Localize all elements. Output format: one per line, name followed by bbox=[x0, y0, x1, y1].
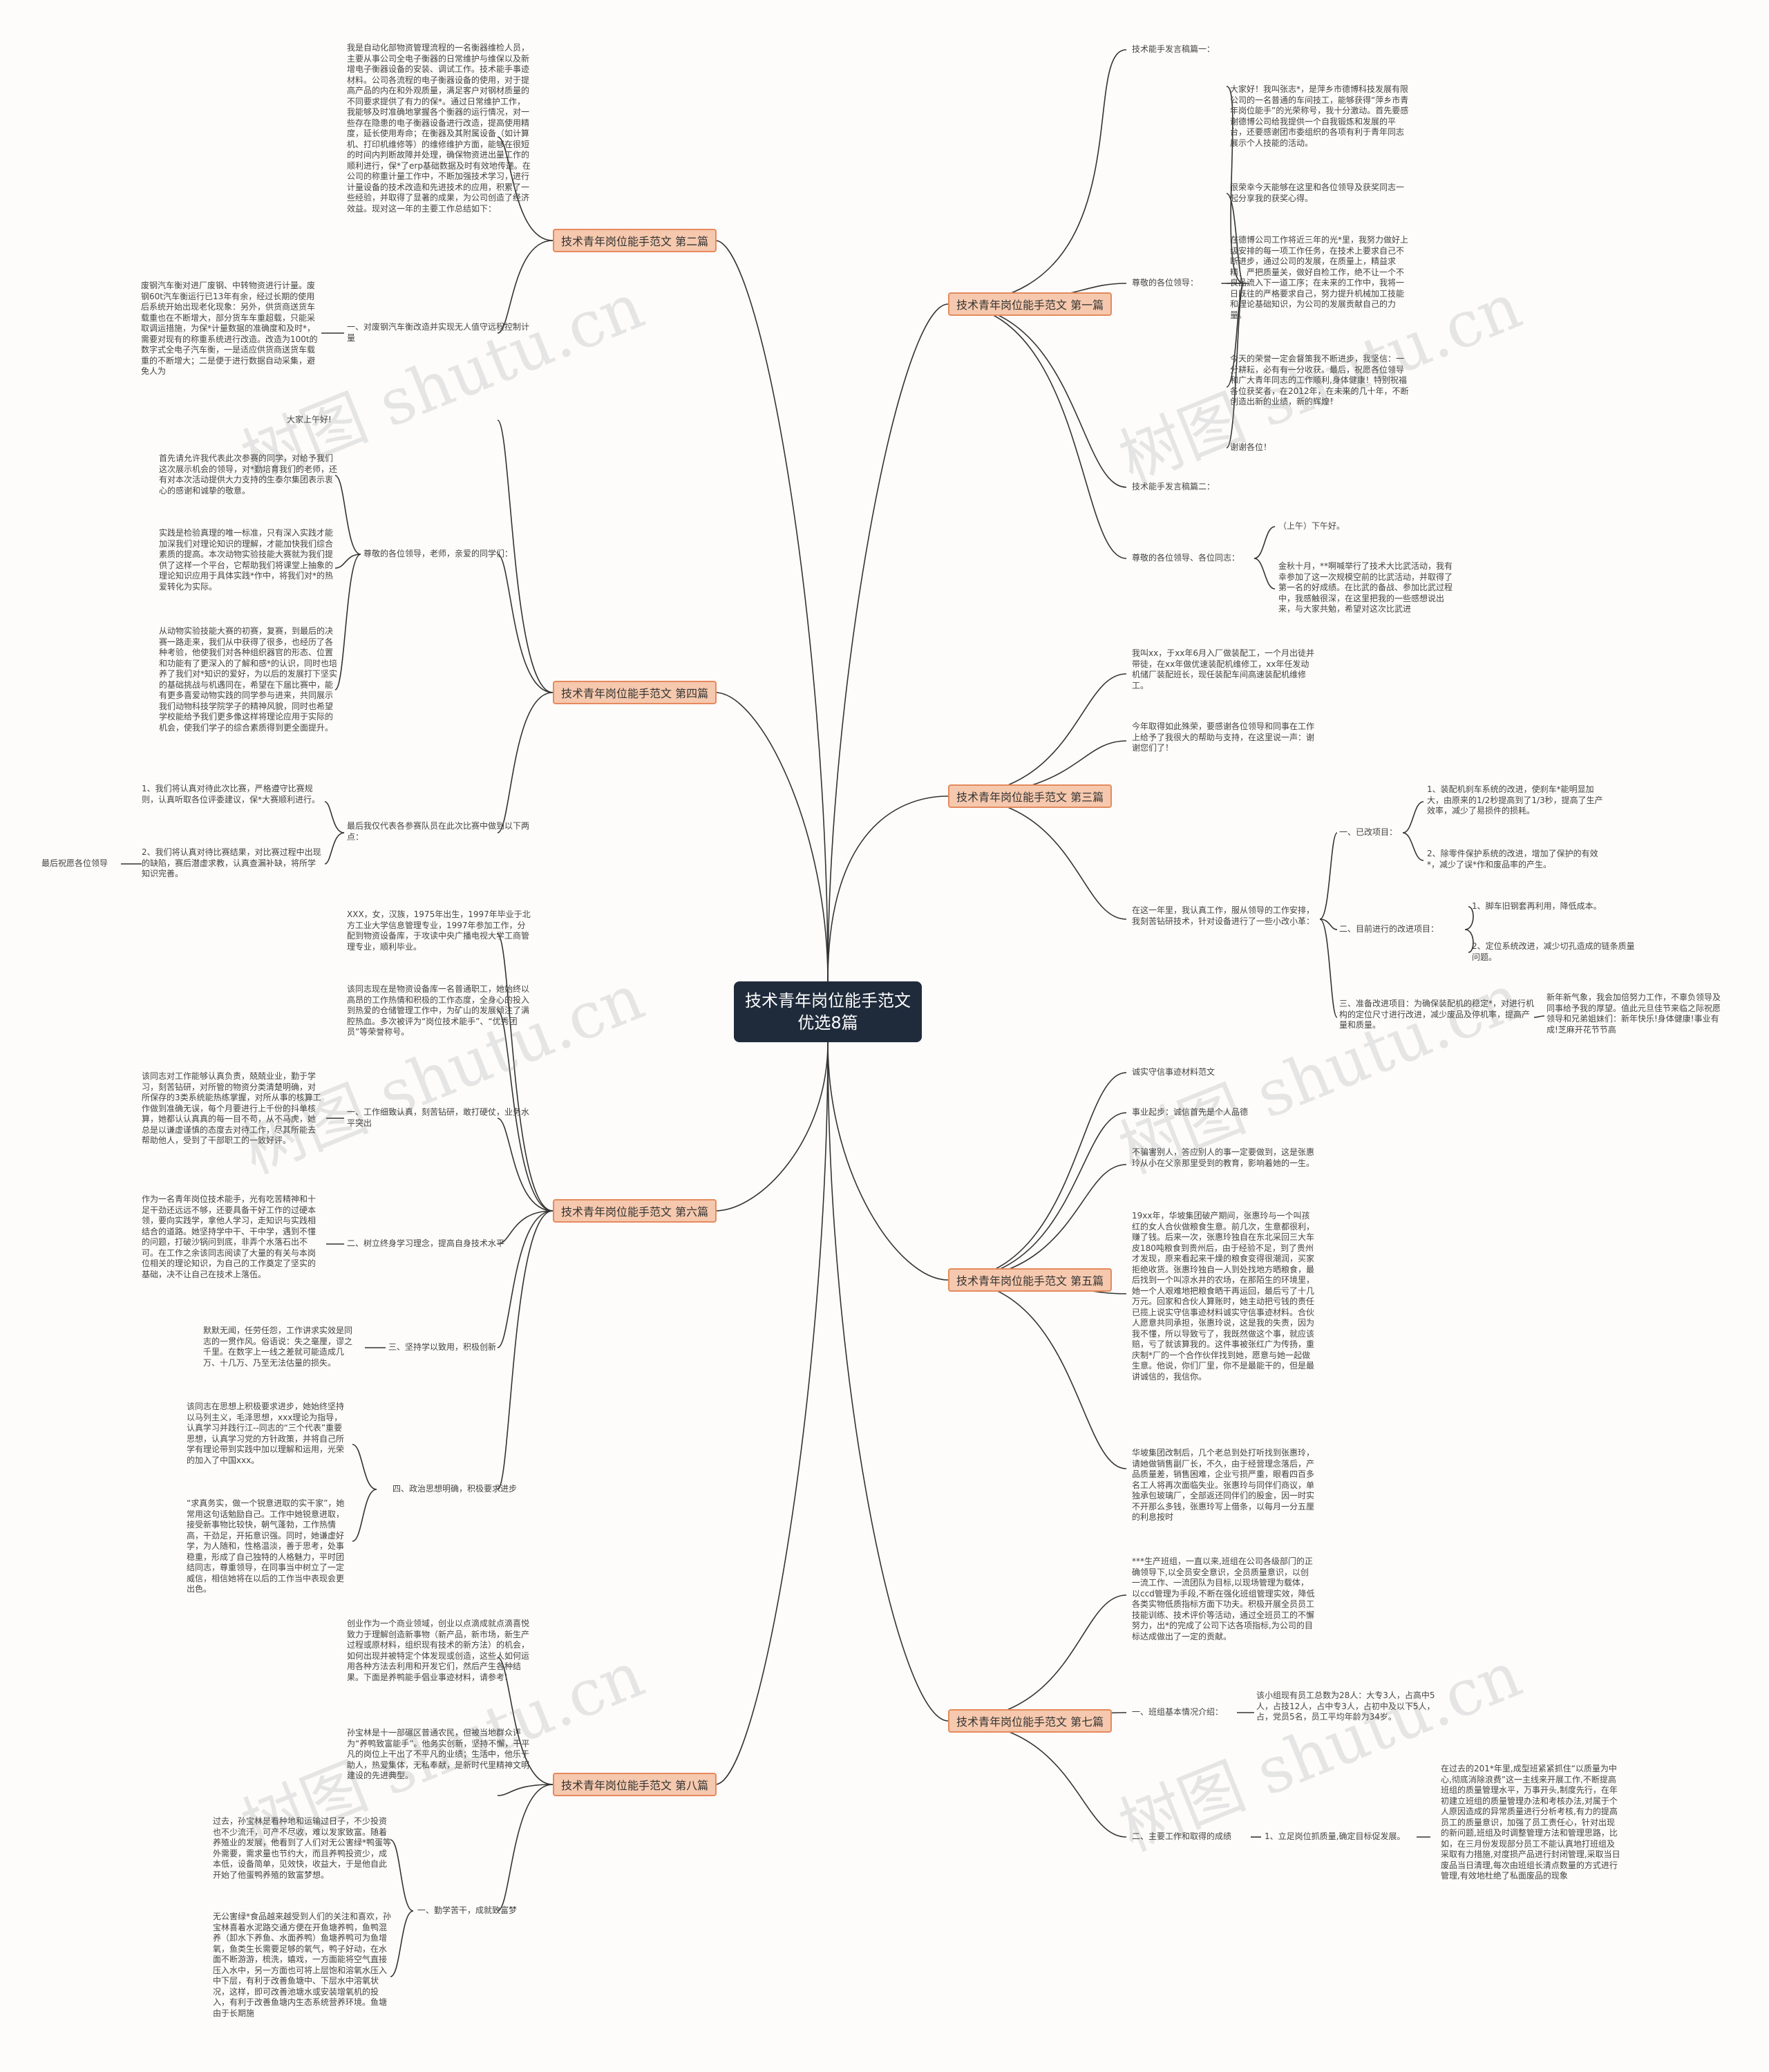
node-text: 废钢汽车衡对进厂废钢、中转物资进行计量。废钢60t汽车衡运行已13年有余，经过长… bbox=[141, 281, 318, 376]
node-text: 今天的荣誉一定会督策我不断进步，我坚信：一分耕耘，必有有一分收获。最后，祝愿各位… bbox=[1230, 354, 1409, 406]
node-text: XXX，女，汉族，1975年出生，1997年毕业于北方工业大学信息管理专业，19… bbox=[347, 910, 531, 952]
branch-1[interactable]: 技术青年岗位能手范文 第一篇 bbox=[948, 292, 1113, 316]
node-text: 我是自动化部物资管理流程的一名衡器维检人员，主要从事公司全电子衡器的日常维护与维… bbox=[347, 43, 531, 214]
node-text: 在德博公司工作将近三年的光*里，我努力做好上级安排的每一项工作任务，在技术上要求… bbox=[1230, 235, 1409, 320]
node-text: 1、脚车旧钢套再利用，降低成本。 bbox=[1472, 901, 1602, 911]
node-label: 四、政治思想明确，积极要求进步 bbox=[392, 1484, 518, 1494]
node-text: （上午）下午好。 bbox=[1278, 521, 1345, 531]
node-text: 1、我们将认真对待此次比赛，严格遵守比赛规则，认真听取各位评委建议，保*大赛顺利… bbox=[142, 784, 321, 804]
node-text: 默默无闻，任劳任怨，工作讲求实效是同志的一贯作风。俗语说：失之毫厘，谬之千里。在… bbox=[203, 1326, 353, 1368]
branch-7[interactable]: 技术青年岗位能手范文 第七篇 bbox=[948, 1709, 1113, 1733]
branch-4[interactable]: 技术青年岗位能手范文 第四篇 bbox=[553, 681, 717, 704]
node-text: 该同志现在是物资设备库一名普通职工，她始终以高昂的工作热情和积极的工作态度，全身… bbox=[347, 984, 530, 1037]
node-text: 谢谢各位！ bbox=[1230, 442, 1272, 452]
node-text: 华坡集团改制后，几个老总到处打听找到张惠玲，请她做销售副厂长，不久，由于经营理念… bbox=[1132, 1448, 1315, 1522]
node-text: 孙宝林是十一部碾区普通农民，但被当地群众评为“养鸭致富能手”。他务实创新，坚持不… bbox=[347, 1728, 530, 1780]
branch-3[interactable]: 技术青年岗位能手范文 第三篇 bbox=[948, 784, 1113, 808]
node-text: 金秋十月，**啊喊举行了技术大比武活动，我有幸参加了这一次规模空前的比武活动，并… bbox=[1278, 561, 1453, 614]
node-text: 1、装配机刹车系统的改进，使刹车*能明显加大，由原来的1/2秒提高到了1/3秒，… bbox=[1427, 784, 1603, 816]
branch-8[interactable]: 技术青年岗位能手范文 第八篇 bbox=[553, 1773, 717, 1796]
node-text: 无公害绿*食品越来越受到人们的关注和喜欢，孙宝林喜着水泥路交通方便在开鱼塘养鸭，… bbox=[213, 1912, 392, 2018]
node-text: 二、树立终身学习理念，提高自身技术水平 bbox=[347, 1239, 505, 1248]
node-label: 尊敬的各位领导、各位同志： bbox=[1132, 553, 1240, 563]
node-text: 今年取得如此殊荣，要感谢各位领导和同事在工作上给予了我很大的帮助与支持，在这里说… bbox=[1132, 722, 1315, 753]
node-label: 三、坚持学以致用，积极创新 bbox=[388, 1342, 497, 1352]
node-text: 19xx年，华坡集团破产期间，张惠玲与一个叫孩红的女人合伙做粮食生意。前几次，生… bbox=[1132, 1211, 1315, 1382]
node-text: 过去，孙宝林是看种地和运输过日子，不少投资也不少流汗，可产不尽收，难以发家致富。… bbox=[213, 1816, 392, 1880]
node-text: 该同志对工作能够认真负责，兢兢业业，勤于学习，刻苦钻研，对所管的物资分类清楚明确… bbox=[142, 1071, 321, 1145]
root-topic[interactable]: 技术青年岗位能手范文优选8篇 bbox=[734, 981, 922, 1042]
node-text: 在过去的201*年里,成型班紧紧抓住“以质量为中心,彻底消除浪费”这一主线来开展… bbox=[1441, 1764, 1620, 1881]
node-text: 创业作为一个商业领域，创业以点滴成就点滴喜悦致力于理解创造新事物（新产品，新市场… bbox=[347, 1619, 530, 1682]
node-text: 作为一名青年岗位技术能手，光有吃苦精神和十足干劲还远远不够，还要具备干好工作的过… bbox=[142, 1194, 316, 1279]
branch-5[interactable]: 技术青年岗位能手范文 第五篇 bbox=[948, 1268, 1113, 1292]
node-label: 最后祝愿各位领导 bbox=[41, 858, 108, 868]
node-text: 很荣幸今天能够在这里和各位领导及获奖同志一起分享我的获奖心得。 bbox=[1230, 182, 1405, 203]
node-label: 诚实守信事迹材料范文 bbox=[1132, 1067, 1215, 1077]
node-text: 在这一年里，我认真工作，服从领导的工作安排，我刻苦钻研技术，针对设备进行了一些小… bbox=[1132, 905, 1315, 926]
node-text: 从动物实验技能大赛的初赛，复赛，到最后的决赛一路走来，我们从中获得了很多，也经历… bbox=[159, 626, 338, 733]
node-label: 二、目前进行的改进项目： bbox=[1339, 924, 1439, 934]
node-label: 事业起步：诚信首先是个人品德 bbox=[1132, 1107, 1249, 1117]
node-label: 二、主要工作和取得的成绩 bbox=[1132, 1831, 1232, 1841]
node-text: 该小组现有员工总数为28人：大专3人，占高中5人，占技12人，占中专3人，占初中… bbox=[1256, 1690, 1435, 1722]
node-text: 尊敬的各位领导，老师，亲爱的同学们： bbox=[363, 549, 513, 558]
node-text: 该同志在思想上积极要求进步，她始终坚持以马列主义，毛泽思想，xxx理论为指导，认… bbox=[187, 1402, 345, 1465]
node-label: 一、勤学苦干，成就致富梦 bbox=[417, 1905, 518, 1915]
node-label: 大家上午好! bbox=[287, 415, 332, 424]
node-text: 一、对废钢汽车衡改造并实现无人值守远程控制计量 bbox=[347, 322, 530, 343]
node-text: 2、定位系统改进，减少切孔造成的链条质量问题。 bbox=[1472, 941, 1635, 962]
node-label: 技术能手发言稿篇一： bbox=[1132, 44, 1215, 54]
node-label: 一、已改项目： bbox=[1339, 827, 1398, 837]
node-text: 我叫xx，于xx年6月入厂做装配工，一个月出徒并带徒，在xx年做优速装配机维修工… bbox=[1132, 648, 1315, 690]
node-text: “求真务实，做一个锐意进取的实干家”，她常用这句话勉励自己。工作中她锐意进取，接… bbox=[187, 1498, 345, 1594]
node-label: 一、班组基本情况介绍： bbox=[1132, 1707, 1224, 1717]
node-text: 首先请允许我代表此次参赛的同学，对给予我们这次展示机会的领导，对*勤培育我们的老… bbox=[159, 453, 338, 496]
node-label: 技术能手发言稿篇二： bbox=[1132, 482, 1215, 491]
node-text: 新年新气象，我会加倍努力工作，不辜负领导及同事给予我的厚望。值此元旦佳节来临之际… bbox=[1546, 992, 1721, 1035]
node-text: 一、工作细致认真，刻苦钻研，敢打硬仗，业务水平突出 bbox=[347, 1107, 530, 1128]
node-text: 最后我仅代表各参赛队员在此次比赛中做到以下两点： bbox=[347, 821, 530, 842]
node-text: 2、除零件保护系统的改进，增加了保护的有效*，减少了误*作和废品率的产生。 bbox=[1427, 849, 1598, 869]
node-text: 大家好！我叫张志*，是萍乡市德博科技发展有限公司的一名普通的车间技工，能够获得“… bbox=[1230, 84, 1409, 148]
node-text: 不骗害别人，答应别人的事一定要做到，这是张惠玲从小在父亲那里受到的教育，影响着她… bbox=[1132, 1147, 1315, 1168]
branch-2[interactable]: 技术青年岗位能手范文 第二篇 bbox=[553, 229, 717, 252]
node-text: ***生产班组，一直以来,班组在公司各级部门的正确领导下,以全员安全意识，全员质… bbox=[1132, 1556, 1315, 1641]
node-text: 三、准备改进项目：为确保装配机的稳定*，对进行机构的定位尺寸进行改进，减少废品及… bbox=[1339, 999, 1535, 1030]
node-label: 1、立足岗位抓质量,确定目标促发展。 bbox=[1265, 1831, 1406, 1841]
node-text: 2、我们将认真对待比赛结果，对比赛过程中出现的缺陷，赛后潜虚求教，认真查漏补缺，… bbox=[142, 847, 321, 878]
node-text: 实践是检验真理的唯一标准，只有深入实践才能加深我们对理论知识的理解，才能加快我们… bbox=[159, 528, 334, 592]
node-label: 尊敬的各位领导： bbox=[1132, 278, 1199, 288]
branch-6[interactable]: 技术青年岗位能手范文 第六篇 bbox=[553, 1199, 717, 1223]
